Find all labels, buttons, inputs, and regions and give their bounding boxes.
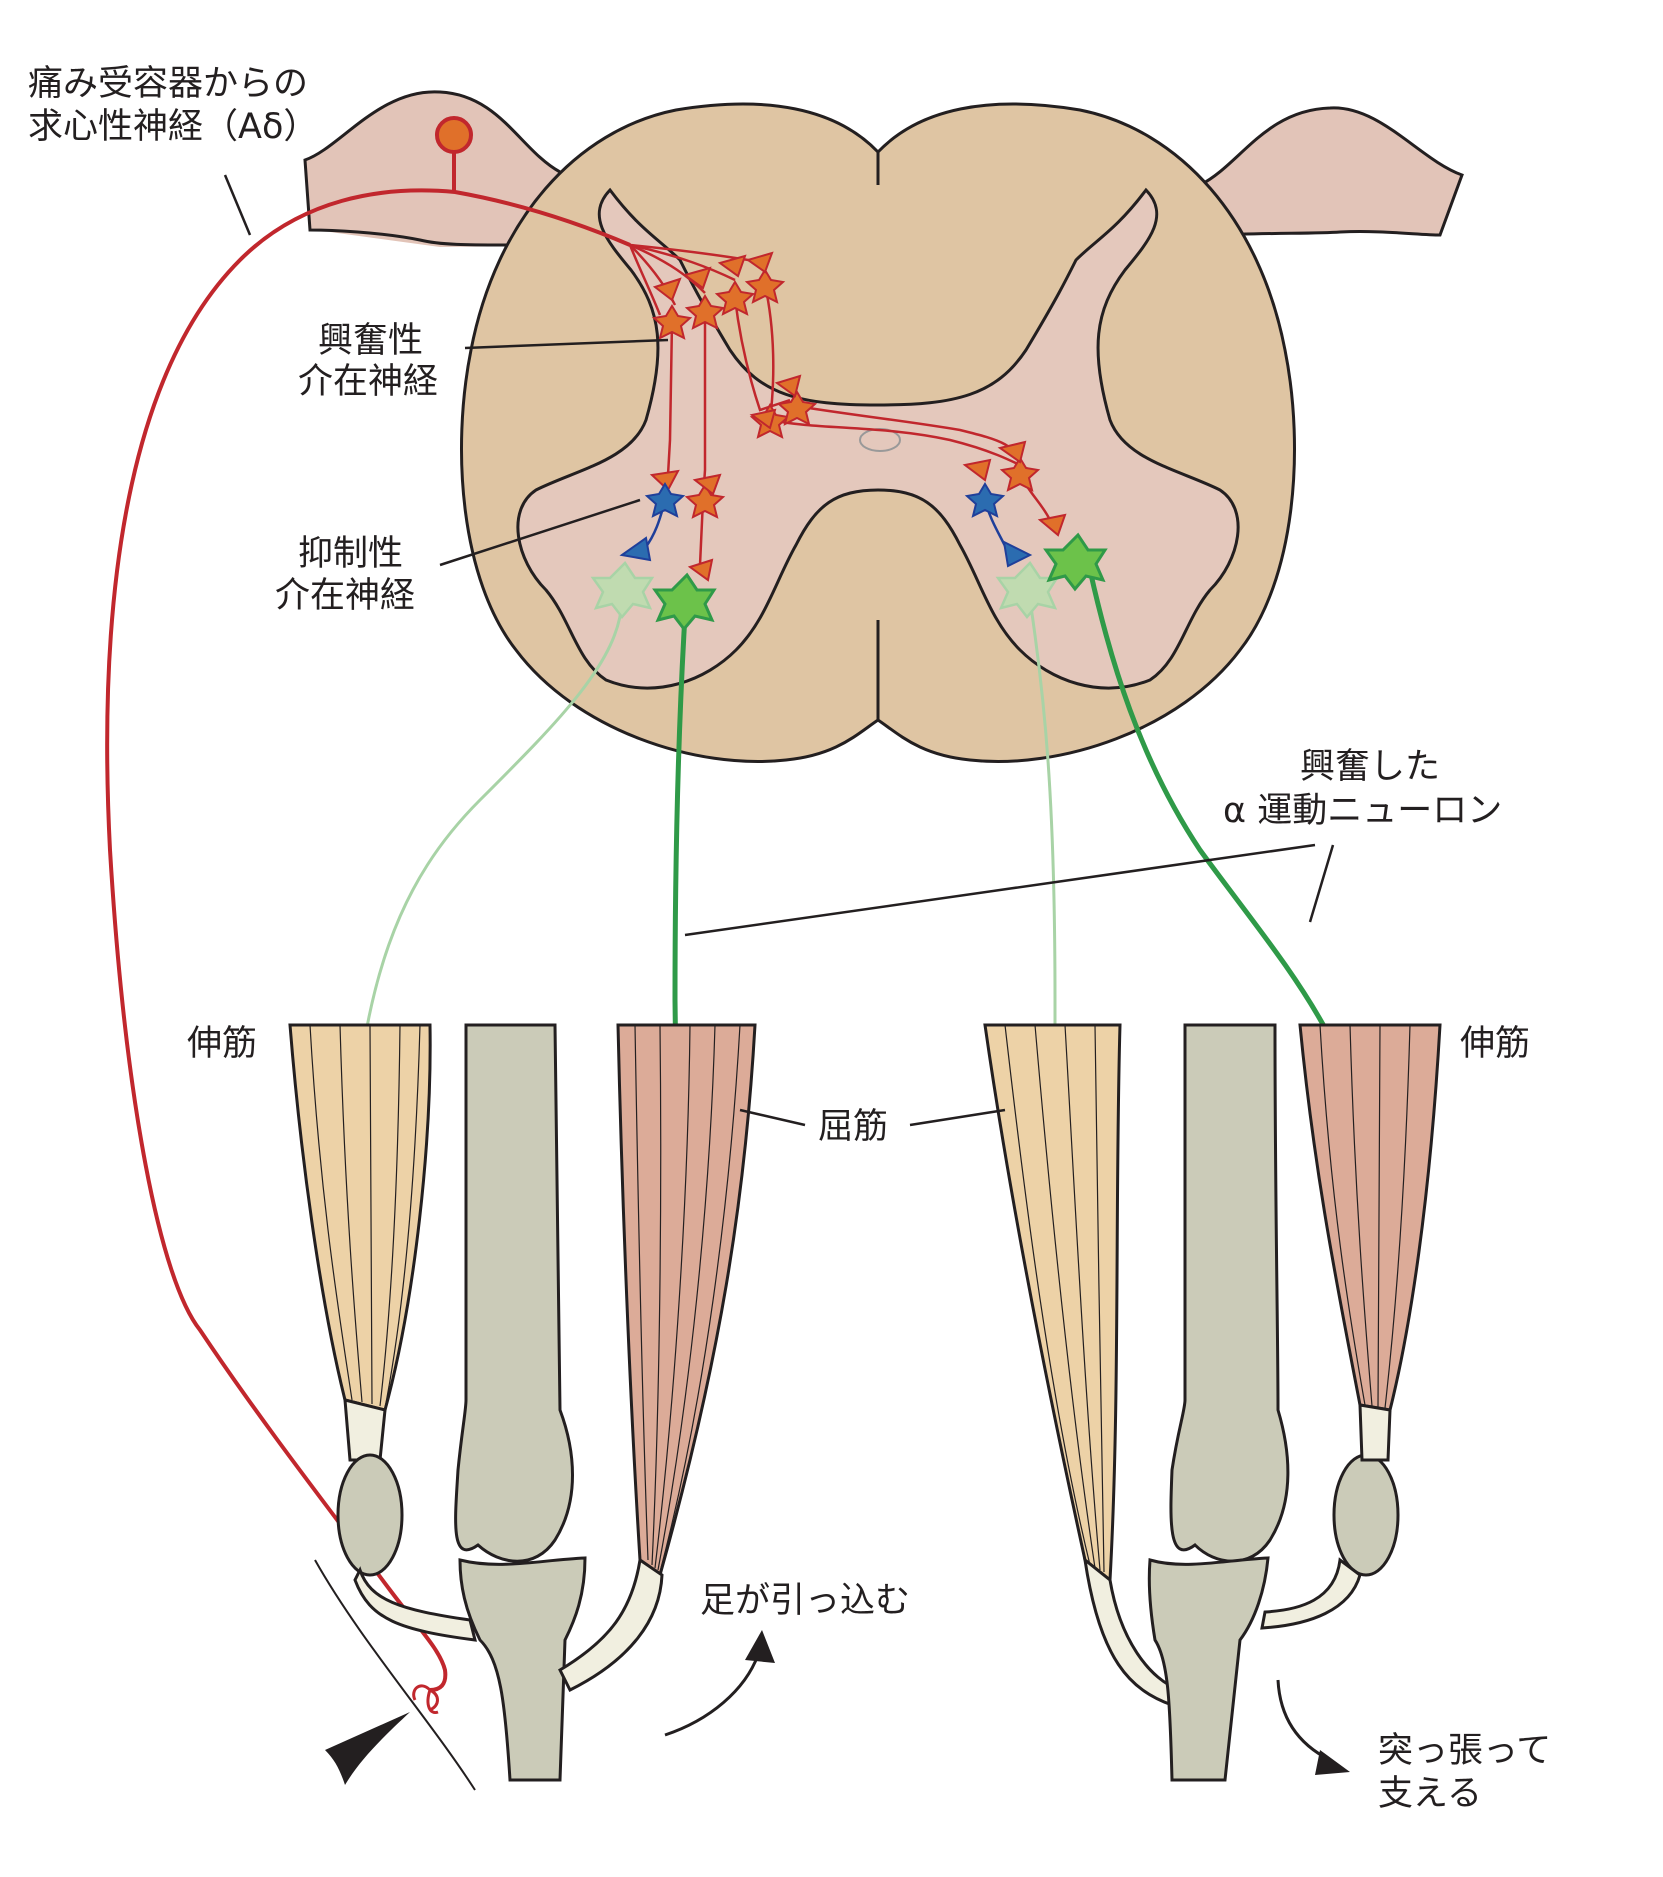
afferent-label-line2: 求心性神経（Aδ） [28, 107, 318, 147]
skin-line [314, 1559, 476, 1791]
alpha-motor-label-line1: 興奮した [1300, 747, 1440, 787]
patellar-ligament-left [353, 1566, 477, 1642]
synaptic-terminal-icon [774, 374, 802, 398]
spinal-cord [303, 90, 1464, 763]
excitatory-interneuron-icon [651, 304, 693, 340]
muscle-fibers [1004, 1024, 1105, 1573]
synaptic-terminal-icon [749, 408, 777, 430]
curved-arrow-head [745, 1630, 775, 1663]
excitatory-interneuron-icon [714, 280, 756, 316]
synaptic-terminal-icon [652, 277, 682, 302]
tibia-left [458, 1556, 587, 1782]
excitatory-label-line1: 興奮性 [318, 321, 423, 361]
interneuron-axon [666, 321, 674, 476]
inhibitory-label-line1: 抑制性 [298, 534, 403, 574]
synaptic-terminal-icon [687, 558, 714, 582]
afferent-fiber [105, 188, 631, 1692]
tibia-right [1147, 1556, 1270, 1782]
afferent-branch [629, 243, 736, 282]
femur-left [454, 1023, 574, 1563]
support-label-line2: 支える [1378, 1774, 1482, 1814]
active-motor-neuron-icon [1043, 532, 1108, 592]
synaptic-terminal-icon [962, 458, 992, 482]
flexor-label: 屈筋 [818, 1107, 888, 1147]
inhibitory-interneuron-icon [644, 482, 686, 518]
right-leg [983, 1023, 1442, 1782]
excitatory-interneuron-icon [684, 294, 726, 330]
alpha-motor-label-line2: α 運動ニューロン [1223, 791, 1502, 831]
inhibited-motor-axon-right [1028, 599, 1057, 1195]
active-motor-axon-left [672, 614, 688, 1236]
withdraw-label: 足が引っ込む [700, 1581, 910, 1621]
muscle-fibers [634, 1024, 741, 1573]
leader-inhibitory [439, 498, 641, 567]
extensor-label-left: 伸筋 [187, 1024, 257, 1064]
inhibitory-label-line2: 介在神経 [275, 576, 415, 616]
excitatory-interneuron-icon [776, 390, 818, 426]
leader-flexor-right [909, 1108, 1006, 1127]
afferent-label-line1: 痛み受容器からの [28, 64, 308, 104]
afferent-branch [629, 243, 706, 294]
extensor-muscle-left [288, 1023, 432, 1412]
curved-arrow-icon [664, 1654, 760, 1737]
leader-alpha-right [1308, 844, 1335, 923]
inhibitory-interneurons [619, 482, 1033, 568]
synaptic-terminal-icon [1037, 513, 1067, 537]
excitatory-interneuron-icon [999, 456, 1041, 492]
curved-arrow-icon [1276, 1679, 1331, 1762]
excitatory-interneuron-icon [684, 483, 726, 519]
leader-afferent [223, 174, 252, 236]
flexor-muscle-right [1298, 1023, 1442, 1412]
afferent-endings [412, 1684, 439, 1715]
curved-arrow-head [1315, 1750, 1350, 1775]
synaptic-terminal-icon [649, 469, 680, 492]
muscle-fibers [309, 1024, 421, 1409]
synaptic-terminal-icon [692, 473, 722, 496]
synaptic-terminal-icon [717, 254, 747, 278]
motor-neuron-somas [590, 532, 1108, 632]
patella-left [336, 1453, 404, 1577]
left-leg [288, 1023, 775, 1791]
arrowhead-icon [325, 1712, 410, 1785]
femur-right [1169, 1023, 1290, 1563]
leader-flexor-left [739, 1108, 806, 1127]
inhibitory-interneuron-icon [964, 482, 1006, 518]
pain-receptor-soma [435, 116, 473, 154]
synaptic-terminal-icon [682, 266, 712, 290]
excitatory-interneuron-icon [744, 268, 786, 304]
excitatory-label-line2: 介在神経 [298, 362, 438, 402]
labels: 痛み受容器からの 求心性神経（Aδ） 興奮性 介在神経 抑制性 介在神経 興奮し… [28, 64, 1551, 1814]
excitatory-interneurons [649, 251, 1067, 582]
leader-lines [223, 174, 1335, 1127]
afferent-branch [628, 244, 662, 316]
inhibitory-terminal-icon [1002, 540, 1033, 568]
patella-right [1332, 1453, 1400, 1577]
interneuron-axon [733, 297, 791, 412]
inhibited-motor-neuron-icon [590, 561, 655, 619]
flexor-tendon-right [1358, 1403, 1392, 1462]
inhibitory-terminal-icon [619, 536, 652, 562]
leader-excitatory [464, 338, 669, 350]
synaptic-terminal-icon [997, 440, 1027, 464]
tendon-left-extensor [343, 1398, 387, 1462]
muscle-fibers [1319, 1024, 1411, 1409]
flexor-tendon-left [558, 1557, 664, 1693]
patellar-ligament-right [1260, 1557, 1362, 1630]
extensor-label-right: 伸筋 [1460, 1024, 1530, 1064]
active-motor-neuron-icon [652, 572, 717, 632]
synaptic-terminal-icon [745, 251, 774, 274]
interneuron-axon [769, 418, 1031, 472]
leader-alpha-left [684, 843, 1316, 937]
support-label-line1: 突っ張って [1378, 1731, 1551, 1771]
